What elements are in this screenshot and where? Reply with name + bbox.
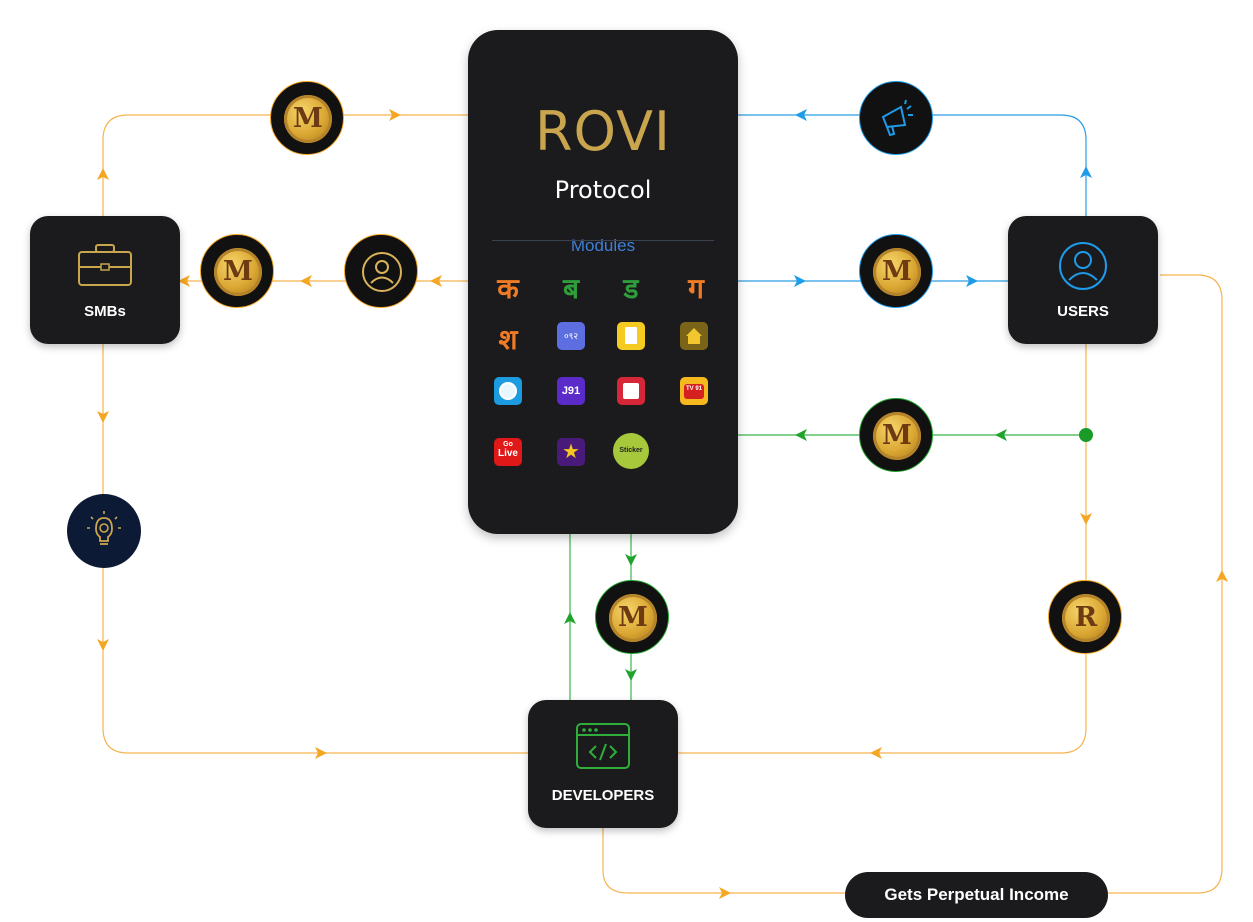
perpetual-income-badge: Gets Perpetual Income: [845, 872, 1108, 918]
m-coin-users-to-rovi: M: [859, 398, 933, 472]
profile-icon: [362, 252, 402, 292]
idea-circle: [67, 494, 141, 568]
module-glyph-ga: ग: [688, 272, 704, 305]
module-app-go-live-top: Go: [503, 441, 513, 448]
m-coin-letter: M: [882, 420, 912, 451]
profile-circle: [344, 234, 418, 308]
lightbulb-gear-icon: [87, 511, 121, 545]
m-coin-letter: M: [293, 103, 323, 134]
protocol-subtitle: Protocol: [554, 176, 652, 204]
module-app-go-live-bottom: Live: [497, 448, 518, 459]
module-app-sticker-text: Sticker: [619, 447, 643, 454]
module-app-tv91: TV 91: [680, 377, 708, 405]
protocol-title: ROVI: [535, 100, 671, 163]
tv-icon: [684, 384, 704, 399]
rupee-doc-icon: [625, 327, 637, 344]
modules-label: Modules: [570, 236, 636, 255]
briefcase-icon: [78, 244, 132, 286]
m-coin-letter: M: [223, 256, 253, 287]
module-app-092-text: ०९२: [563, 331, 579, 341]
code-window-icon: [576, 723, 630, 769]
m-coin-letter: M: [618, 602, 648, 633]
timer-check-icon: [499, 382, 517, 400]
module-app-092: ०९२: [557, 322, 585, 350]
module-app-go-live: Go Live: [494, 438, 522, 466]
house-body-icon: [688, 336, 700, 344]
m-coin-rovi-to-developers: M: [595, 580, 669, 654]
module-glyph-sha: श: [498, 323, 518, 356]
module-app-j91-text: J91: [561, 385, 581, 397]
module-app-house: [680, 322, 708, 350]
user-icon: [1059, 242, 1107, 290]
module-app-j91: J91: [557, 377, 585, 405]
smbs-node: SMBs: [30, 216, 180, 344]
m-coin-rovi-to-smb: M: [200, 234, 274, 308]
module-glyph-da: ड: [623, 272, 639, 305]
m-coin-smb-to-rovi: M: [270, 81, 344, 155]
megaphone-circle: [859, 81, 933, 155]
smbs-label: SMBs: [84, 303, 126, 320]
module-app-star: ★: [557, 438, 585, 466]
megaphone-icon: [881, 99, 913, 137]
module-app-tv91-text: TV 91: [685, 386, 702, 392]
module-app-checklist: [494, 377, 522, 405]
star-icon: ★: [562, 441, 580, 463]
developers-node: DEVELOPERS: [528, 700, 678, 828]
module-app-rupee-doc: [617, 322, 645, 350]
m-coin-letter: M: [882, 256, 912, 287]
module-app-news: [617, 377, 645, 405]
users-label: USERS: [1057, 303, 1109, 320]
r-coin-users-to-developers: R: [1048, 580, 1122, 654]
modules-divider: [492, 240, 714, 241]
module-glyph-ba: ब: [563, 272, 579, 305]
developers-label: DEVELOPERS: [551, 787, 655, 804]
house-icon: [686, 328, 702, 336]
module-app-sticker: Sticker: [613, 433, 649, 469]
users-node: USERS: [1008, 216, 1158, 344]
newspaper-icon: [623, 383, 639, 399]
module-glyph-ka: क: [497, 272, 519, 305]
m-coin-rovi-to-users: M: [859, 234, 933, 308]
r-coin-letter: R: [1074, 602, 1098, 633]
